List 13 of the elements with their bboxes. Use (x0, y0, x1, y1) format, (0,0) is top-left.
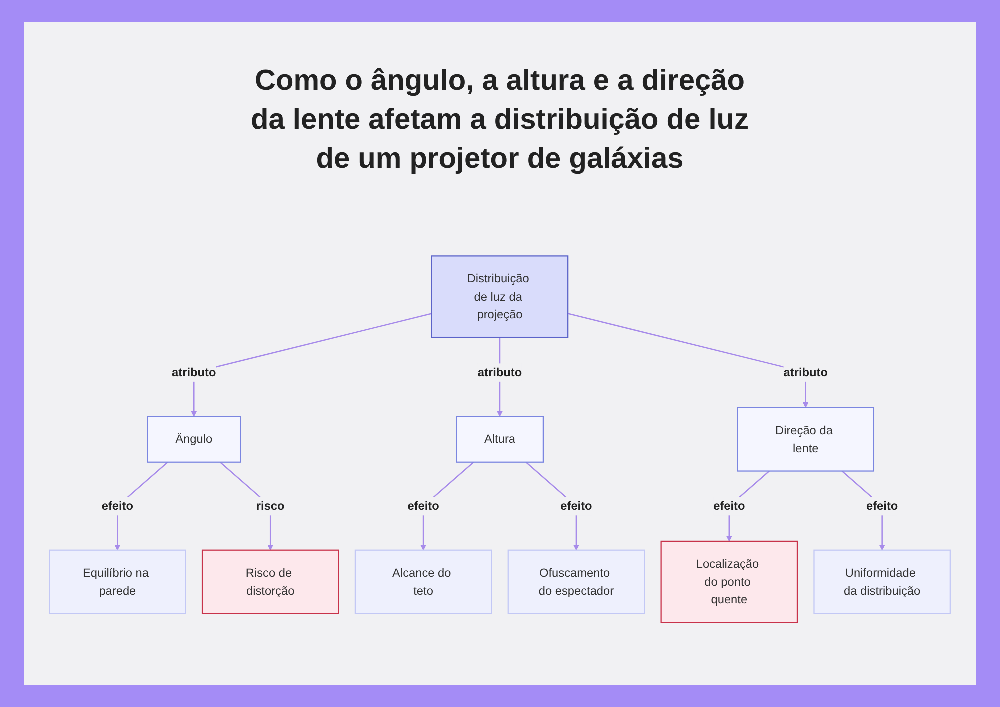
effect-box: Uniformidade da distribuição (814, 550, 951, 614)
attribute-box: Ängulo (147, 416, 242, 463)
risk-box: Localização do ponto quente (660, 540, 798, 624)
attribute-box: Altura (456, 416, 544, 463)
arrow (568, 313, 809, 408)
arrow (191, 313, 432, 417)
effect-box: Alcance do teto (354, 550, 492, 614)
topic-box: Distribuição de luz da projeção (431, 256, 569, 338)
effect-box: Equilíbrio na parede (49, 550, 186, 614)
diagram-title: Como o ângulo, a altura e a direção da lente afetam a distribuição de luz de um projetor de galáxias (250, 64, 750, 177)
effect-box: Ofuscamento do espectador (508, 550, 646, 614)
risk-box: Risco de distorção (202, 550, 340, 614)
attribute-box: Direção da lente (737, 407, 874, 472)
